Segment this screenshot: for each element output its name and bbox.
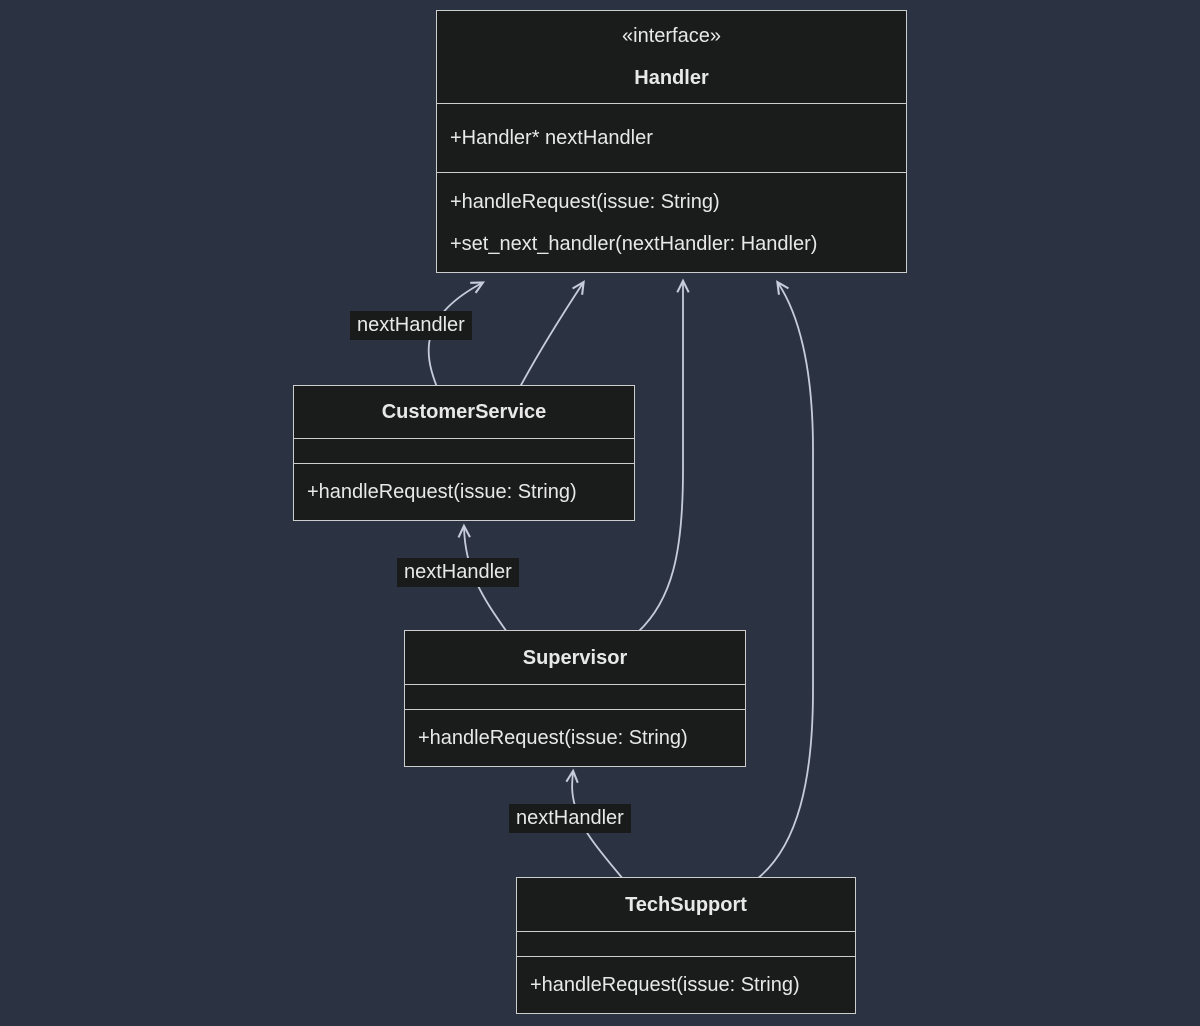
method-row: +handleRequest(issue: String) [450,190,720,213]
handler-attributes-section: +Handler* nextHandler [437,103,906,172]
edge-customerservice-to-handler [519,283,583,388]
method-row: +handleRequest(issue: String) [418,727,688,749]
techsupport-title-section: TechSupport [517,878,855,931]
techsupport-class-name: TechSupport [625,893,747,916]
class-node-customerservice: CustomerService +handleRequest(issue: St… [293,385,635,521]
class-node-supervisor: Supervisor +handleRequest(issue: String) [404,630,746,767]
handler-title-section: «interface» Handler [437,11,906,103]
customerservice-class-name: CustomerService [381,401,547,423]
method-row: +handleRequest(issue: String) [307,481,577,503]
techsupport-attributes-section [517,931,855,956]
class-node-handler: «interface» Handler +Handler* nextHandle… [436,10,907,273]
handler-methods-section: +handleRequest(issue: String) +set_next_… [437,172,906,272]
supervisor-attributes-section [405,684,745,709]
customerservice-methods-section: +handleRequest(issue: String) [294,463,634,520]
method-row: +handleRequest(issue: String) [530,974,800,996]
edge-supervisor-to-handler [637,282,683,633]
handler-class-name: Handler [634,67,709,89]
supervisor-title-section: Supervisor [405,631,745,684]
edge-label-nexthandler-2: nextHandler [397,558,519,587]
customerservice-attributes-section [294,438,634,463]
method-row: +set_next_handler(nextHandler: Handler) [450,232,818,255]
techsupport-methods-section: +handleRequest(issue: String) [517,956,855,1013]
customerservice-title-section: CustomerService [294,386,634,438]
handler-stereotype: «interface» [622,25,721,47]
edge-label-nexthandler-1: nextHandler [350,311,472,340]
edge-label-nexthandler-3: nextHandler [509,804,631,833]
supervisor-methods-section: +handleRequest(issue: String) [405,709,745,766]
attribute-row: +Handler* nextHandler [450,127,653,149]
class-node-techsupport: TechSupport +handleRequest(issue: String… [516,877,856,1014]
supervisor-class-name: Supervisor [522,646,628,669]
edge-techsupport-to-handler [756,283,814,880]
